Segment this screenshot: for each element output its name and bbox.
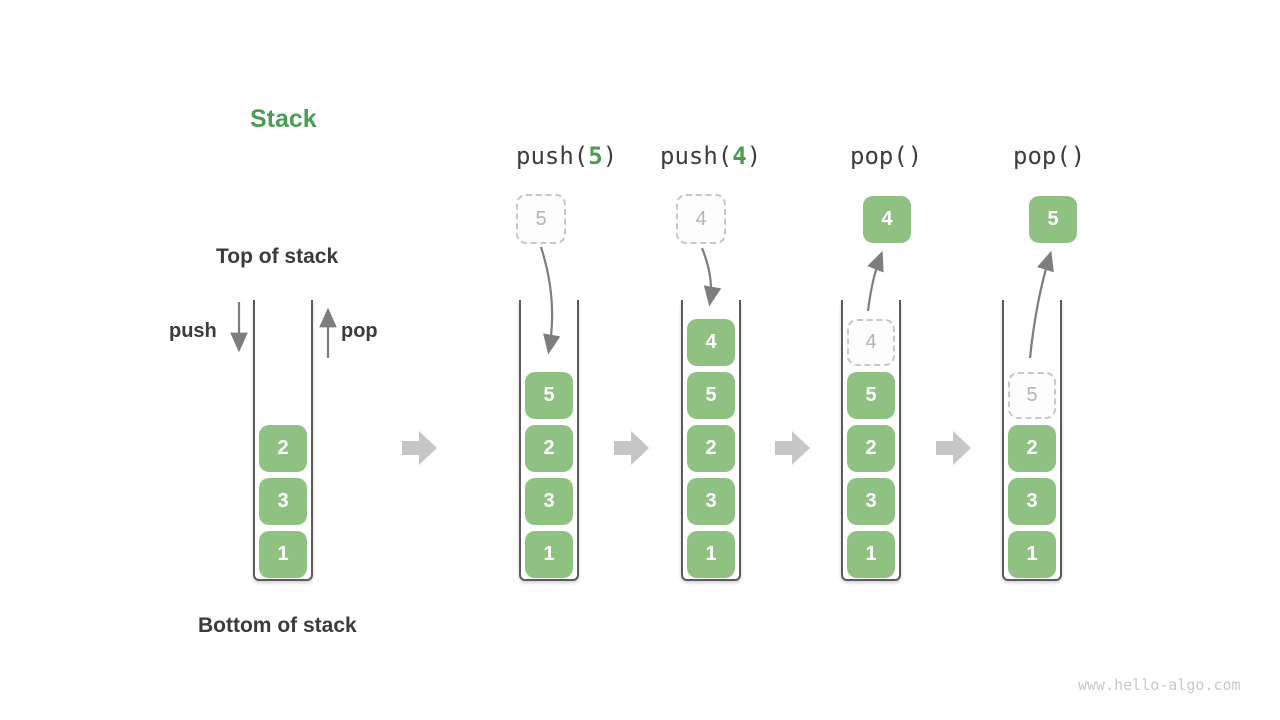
op-arg: 5 [588, 142, 603, 170]
stack-cell: 1 [1008, 531, 1056, 578]
page-title: Stack [250, 105, 317, 133]
pop-label: pop [341, 320, 378, 342]
stack-cell: 2 [1008, 425, 1056, 472]
ghost-cell: 4 [847, 319, 895, 366]
bottom-of-stack-label: Bottom of stack [198, 614, 357, 637]
staged-value-box: 5 [516, 194, 566, 244]
popped-value-box: 4 [863, 196, 911, 243]
stack-cell: 5 [525, 372, 573, 419]
stack-cell: 3 [259, 478, 307, 525]
stack-cell: 1 [847, 531, 895, 578]
stack-cell: 1 [525, 531, 573, 578]
op-arg: 4 [732, 142, 747, 170]
stack-cell: 1 [259, 531, 307, 578]
stack-cell: 3 [847, 478, 895, 525]
step-arrow-2-icon [614, 431, 649, 465]
step-arrow-4-icon [936, 431, 971, 465]
op-label-pop-2: pop() [1013, 142, 1085, 170]
op-label-pop-1: pop() [850, 142, 922, 170]
op-text: ) [602, 142, 618, 170]
stack-cell: 2 [259, 425, 307, 472]
op-text: push( [660, 142, 733, 170]
step-arrow-3-icon [775, 431, 810, 465]
op-text: pop() [1013, 142, 1086, 170]
top-of-stack-label: Top of stack [216, 245, 339, 268]
op-label-push-4: push(4) [660, 142, 761, 170]
step-arrow-1-icon [402, 431, 437, 465]
staged-value-box: 4 [676, 194, 726, 244]
stack-cell: 1 [687, 531, 735, 578]
stack-cell: 2 [847, 425, 895, 472]
op-text: ) [746, 142, 762, 170]
stack-cell: 5 [847, 372, 895, 419]
stack-cell: 3 [1008, 478, 1056, 525]
stack-cell: 3 [525, 478, 573, 525]
popped-value-box: 5 [1029, 196, 1077, 243]
stack-cell: 3 [687, 478, 735, 525]
stack-cell: 2 [687, 425, 735, 472]
watermark: www.hello-algo.com [1078, 676, 1241, 694]
insert-arrow-push4-icon [700, 247, 722, 307]
op-label-push-5: push(5) [516, 142, 617, 170]
stack-cell: 5 [687, 372, 735, 419]
op-text: pop() [850, 142, 923, 170]
push-label: push [169, 320, 217, 342]
op-text: push( [516, 142, 589, 170]
ghost-cell: 5 [1008, 372, 1056, 419]
stack-cell: 2 [525, 425, 573, 472]
stack-cell: 4 [687, 319, 735, 366]
